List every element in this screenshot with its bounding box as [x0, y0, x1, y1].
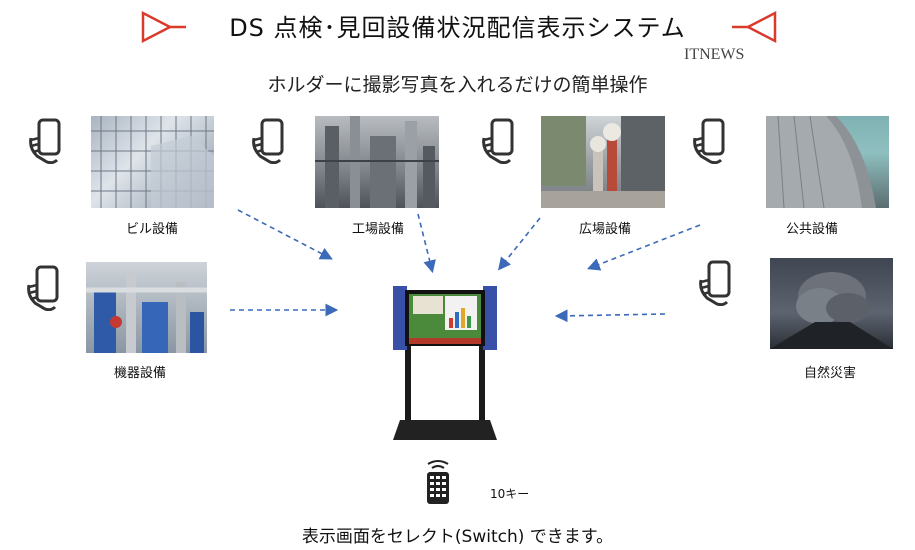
equipment-photo [86, 262, 207, 353]
arrow-disaster [554, 309, 666, 323]
brand-label: ITNEWS [684, 46, 745, 63]
volcano-photo [770, 258, 893, 349]
phone-in-hand-icon [250, 118, 294, 164]
factory-photo [315, 116, 439, 208]
arrow-plaza [498, 217, 541, 271]
phone-in-hand-icon [697, 260, 741, 306]
page-title: DS 点検･見回設備状況配信表示システム [229, 14, 686, 42]
remote-label: 10キー [490, 487, 530, 501]
phone-in-hand-icon [27, 118, 71, 164]
source-label-plaza: 広場設備 [578, 222, 631, 237]
phone-in-hand-icon [691, 118, 735, 164]
source-label-disaster: 自然災害 [803, 366, 856, 381]
arrow-public [587, 224, 701, 271]
phone-in-hand-icon [25, 265, 69, 311]
source-label-public: 公共設備 [785, 222, 838, 237]
header-left-triangle [140, 10, 188, 44]
source-label-factory: 工場設備 [351, 222, 404, 237]
display-kiosk [385, 280, 505, 450]
remote-control-icon [418, 456, 458, 506]
subtitle: ホルダーに撮影写真を入れるだけの簡単操作 [267, 74, 648, 96]
footer-note: 表示画面をセレクト(Switch) できます。 [301, 527, 614, 547]
phone-in-hand-icon [480, 118, 524, 164]
plaza-photo [541, 116, 665, 208]
source-label-building: ビル設備 [125, 222, 178, 237]
building-photo [91, 116, 214, 208]
arrow-factory [417, 213, 436, 274]
source-label-equipment: 機器設備 [113, 366, 166, 381]
header-right-triangle [730, 10, 778, 44]
dam-photo [766, 116, 889, 208]
arrow-building [237, 209, 333, 260]
